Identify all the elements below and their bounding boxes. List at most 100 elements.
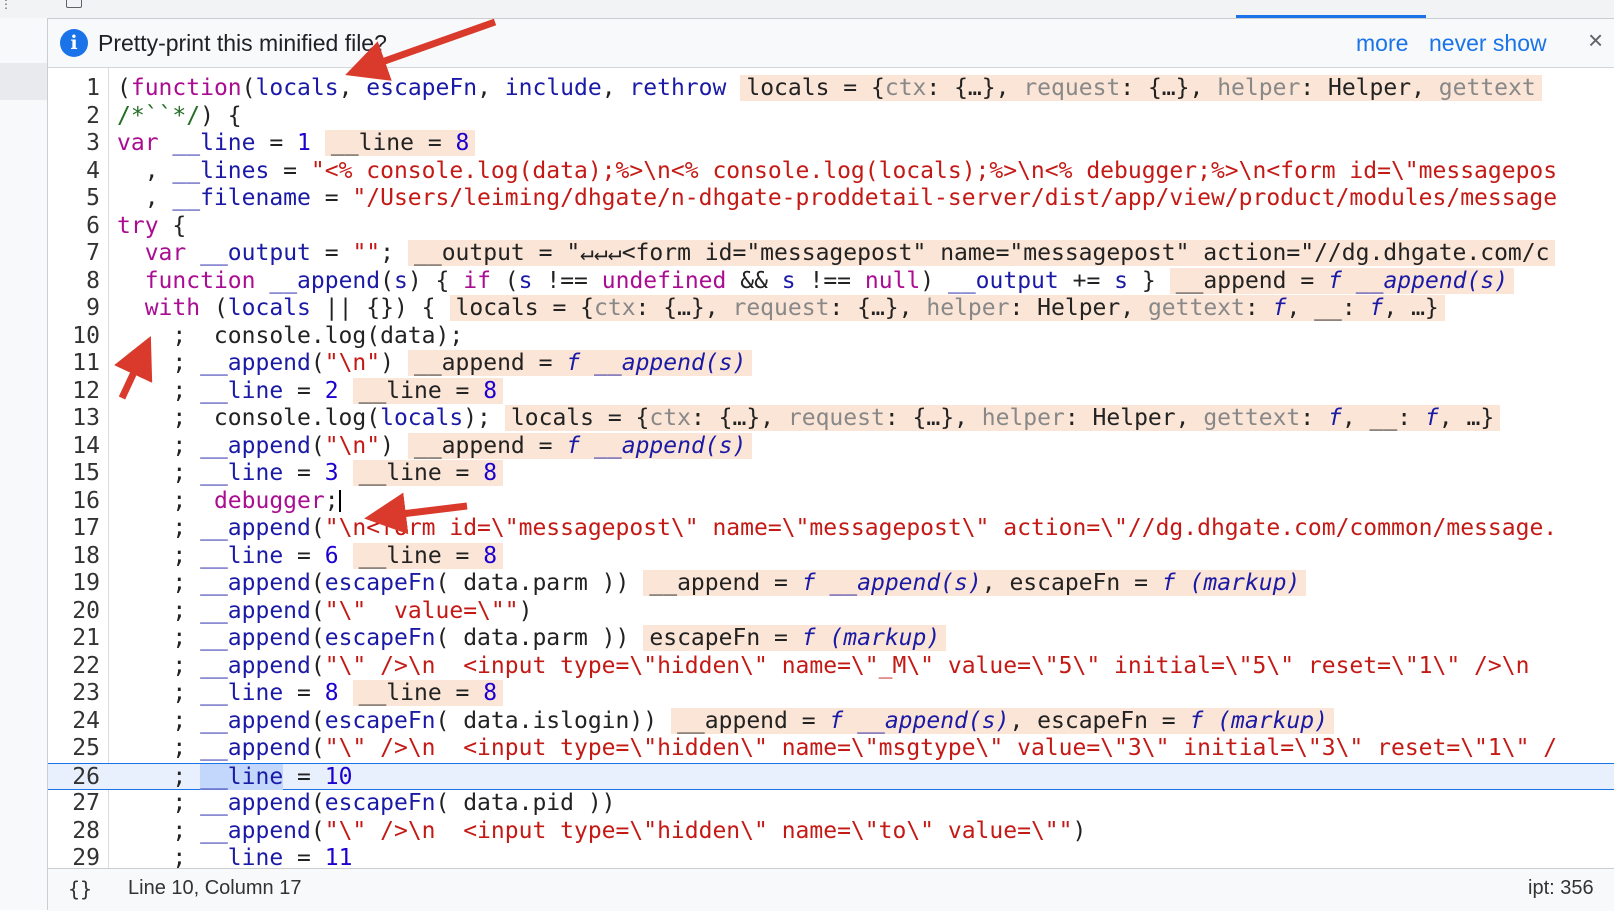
line-number[interactable]: 3	[86, 130, 100, 156]
info-icon: i	[60, 29, 88, 57]
code-source: ; debugger;	[117, 487, 341, 514]
code-line[interactable]: 22 ; __append("\" />\n <input type=\"hid…	[48, 653, 1614, 681]
code-text: ; __line = 8__line = 8	[117, 680, 504, 708]
code-line[interactable]: 5 , __filename = "/Users/leiming/dhgate/…	[48, 185, 1614, 213]
line-number[interactable]: 8	[86, 267, 100, 294]
line-number[interactable]: 10	[72, 322, 100, 349]
code-text: ; __append("\n")__append = f __append(s)	[117, 350, 753, 378]
never-show-link[interactable]: never show	[1429, 30, 1547, 56]
inline-variable-value: __line = 8	[352, 542, 504, 569]
pretty-print-button[interactable]: {}	[68, 877, 93, 901]
line-number[interactable]: 2	[86, 102, 100, 129]
code-line[interactable]: 16 ; debugger;	[48, 488, 1614, 516]
code-line[interactable]: 19 ; __append(escapeFn( data.parm ))__ap…	[48, 570, 1614, 598]
line-number[interactable]: 22	[72, 652, 100, 679]
code-line[interactable]: 24 ; __append(escapeFn( data.islogin)) __…	[48, 707, 1614, 736]
code-line[interactable]: 1(function(locals, escapeFn, include, re…	[48, 75, 1614, 103]
code-text: function __append(s) { if (s !== undefin…	[117, 267, 1515, 296]
line-number[interactable]: 9	[86, 295, 100, 321]
code-line[interactable]: 6 try {	[48, 213, 1614, 241]
more-link[interactable]: more	[1356, 30, 1409, 56]
code-line[interactable]: 23 ; __line = 8__line = 8	[48, 680, 1614, 708]
line-number[interactable]: 24	[72, 707, 100, 734]
code-line[interactable]: 11 ; __append("\n")__append = f __append…	[48, 350, 1614, 378]
line-number[interactable]: 11	[72, 350, 100, 376]
code-text: /*``*/) {	[117, 103, 242, 131]
infobar-message: Pretty-print this minified file?	[98, 30, 387, 56]
line-number[interactable]: 18	[72, 542, 100, 569]
inline-variable-value: __output = "↵↵↵<form id="messagepost" na…	[408, 240, 1556, 266]
code-line[interactable]: 3 var __line = 1__line = 8	[48, 130, 1614, 158]
code-line[interactable]: 4 , __lines = "<% console.log(data);%>\n…	[48, 158, 1614, 186]
line-number[interactable]: 19	[72, 570, 100, 596]
code-source: try {	[117, 212, 187, 239]
line-number[interactable]: 29	[72, 845, 100, 868]
line-number[interactable]: 25	[72, 735, 100, 761]
code-line[interactable]: 26 ; __line = 10	[48, 762, 1614, 790]
code-line[interactable]: 7 var __output = ""; __output = "↵↵↵<form…	[48, 240, 1614, 268]
code-line[interactable]: 14 ; __append("\n")__append = f __append…	[48, 432, 1614, 461]
code-line[interactable]: 21 ; __append(escapeFn( data.parm ))esca…	[48, 625, 1614, 653]
line-number[interactable]: 27	[72, 790, 100, 816]
code-line[interactable]: 10 ; console.log(data);	[48, 323, 1614, 351]
line-number[interactable]: 21	[72, 625, 100, 651]
code-text: ; __append("\n")__append = f __append(s)	[117, 432, 753, 461]
code-source: var __line = 1	[117, 130, 311, 156]
line-number[interactable]: 17	[72, 515, 100, 541]
code-line[interactable]: 27 ; __append(escapeFn( data.pid ))	[48, 790, 1614, 818]
code-text: ; __line = 3__line = 8	[117, 460, 504, 488]
editor-tab-strip: ⋮	[0, 0, 1614, 19]
code-line[interactable]: 2 /*``*/) {	[48, 103, 1614, 131]
line-number[interactable]: 1	[86, 75, 100, 101]
cursor-position: Line 10, Column 17	[128, 877, 302, 899]
line-number[interactable]: 14	[72, 432, 100, 459]
line-number[interactable]: 16	[72, 487, 100, 514]
code-line[interactable]: 12 ; __line = 2__line = 8	[48, 377, 1614, 406]
code-source: with (locals || {}) {	[144, 295, 436, 321]
line-number[interactable]: 4	[86, 157, 100, 184]
line-number[interactable]: 12	[72, 377, 100, 404]
line-number[interactable]: 28	[72, 817, 100, 844]
code-source: ; __append("\" value=\"")	[117, 597, 533, 624]
code-source: ; __append(escapeFn( data.parm ))	[117, 625, 630, 651]
code-text: ; __line = 11	[117, 845, 352, 868]
inline-variable-value: __line = 8	[352, 680, 504, 706]
code-editor[interactable]: 1(function(locals, escapeFn, include, re…	[48, 68, 1614, 868]
close-icon[interactable]: ×	[1588, 25, 1604, 55]
code-line[interactable]: 20 ; __append("\" value=\"")	[48, 598, 1614, 626]
line-number[interactable]: 26	[72, 763, 100, 790]
code-text: ; __append(escapeFn( data.parm ))escapeF…	[117, 625, 947, 653]
selected-file-row[interactable]	[0, 63, 47, 100]
code-source: ; __line = 10	[117, 763, 353, 790]
line-number[interactable]: 23	[72, 680, 100, 706]
code-source: /*``*/) {	[117, 102, 242, 129]
code-line[interactable]: 9 with (locals || {}) {locals = {ctx: {……	[48, 295, 1614, 323]
code-line[interactable]: 18 ; __line = 6__line = 8	[48, 542, 1614, 571]
code-source: ; __append(escapeFn( data.islogin))	[117, 707, 658, 734]
code-line[interactable]: 13 ; console.log(locals);locals = {ctx: …	[48, 405, 1614, 433]
code-line[interactable]: 8 function __append(s) { if (s !== undef…	[48, 267, 1614, 296]
code-line[interactable]: 17 ; __append("\n<form id=\"messagepost\…	[48, 515, 1614, 543]
code-source: ; __append("\" />\n <input type=\"hidden…	[117, 817, 1087, 844]
line-number[interactable]: 15	[72, 460, 100, 486]
code-line[interactable]: 25 ; __append("\" />\n <input type=\"hid…	[48, 735, 1614, 763]
code-line[interactable]: 28 ; __append("\" />\n <input type=\"hid…	[48, 818, 1614, 846]
line-number-gutter	[48, 68, 109, 868]
code-text: var __output = ""; __output = "↵↵↵<form i…	[117, 240, 1556, 268]
code-text: var __line = 1__line = 8	[117, 130, 476, 158]
line-number[interactable]: 7	[86, 240, 100, 266]
inline-variable-value: __line = 8	[352, 377, 504, 404]
navigator-panel-edge	[0, 18, 48, 910]
code-line[interactable]: 29 ; __line = 11	[48, 845, 1614, 868]
line-number[interactable]: 20	[72, 597, 100, 624]
line-number[interactable]: 5	[86, 185, 100, 211]
code-line[interactable]: 15 ; __line = 3__line = 8	[48, 460, 1614, 488]
code-source: ; console.log(locals);	[117, 405, 491, 431]
more-icon[interactable]: ⋮	[0, 0, 12, 11]
code-source: , __lines = "<% console.log(data);%>\n<%…	[117, 157, 1558, 184]
line-number[interactable]: 13	[72, 405, 100, 431]
inline-variable-value: __append = f __append(s), escapeFn = f (…	[671, 707, 1334, 734]
code-source: var __output = "";	[144, 240, 394, 266]
code-text: with (locals || {}) {locals = {ctx: {…},…	[117, 295, 1445, 323]
line-number[interactable]: 6	[86, 212, 100, 239]
